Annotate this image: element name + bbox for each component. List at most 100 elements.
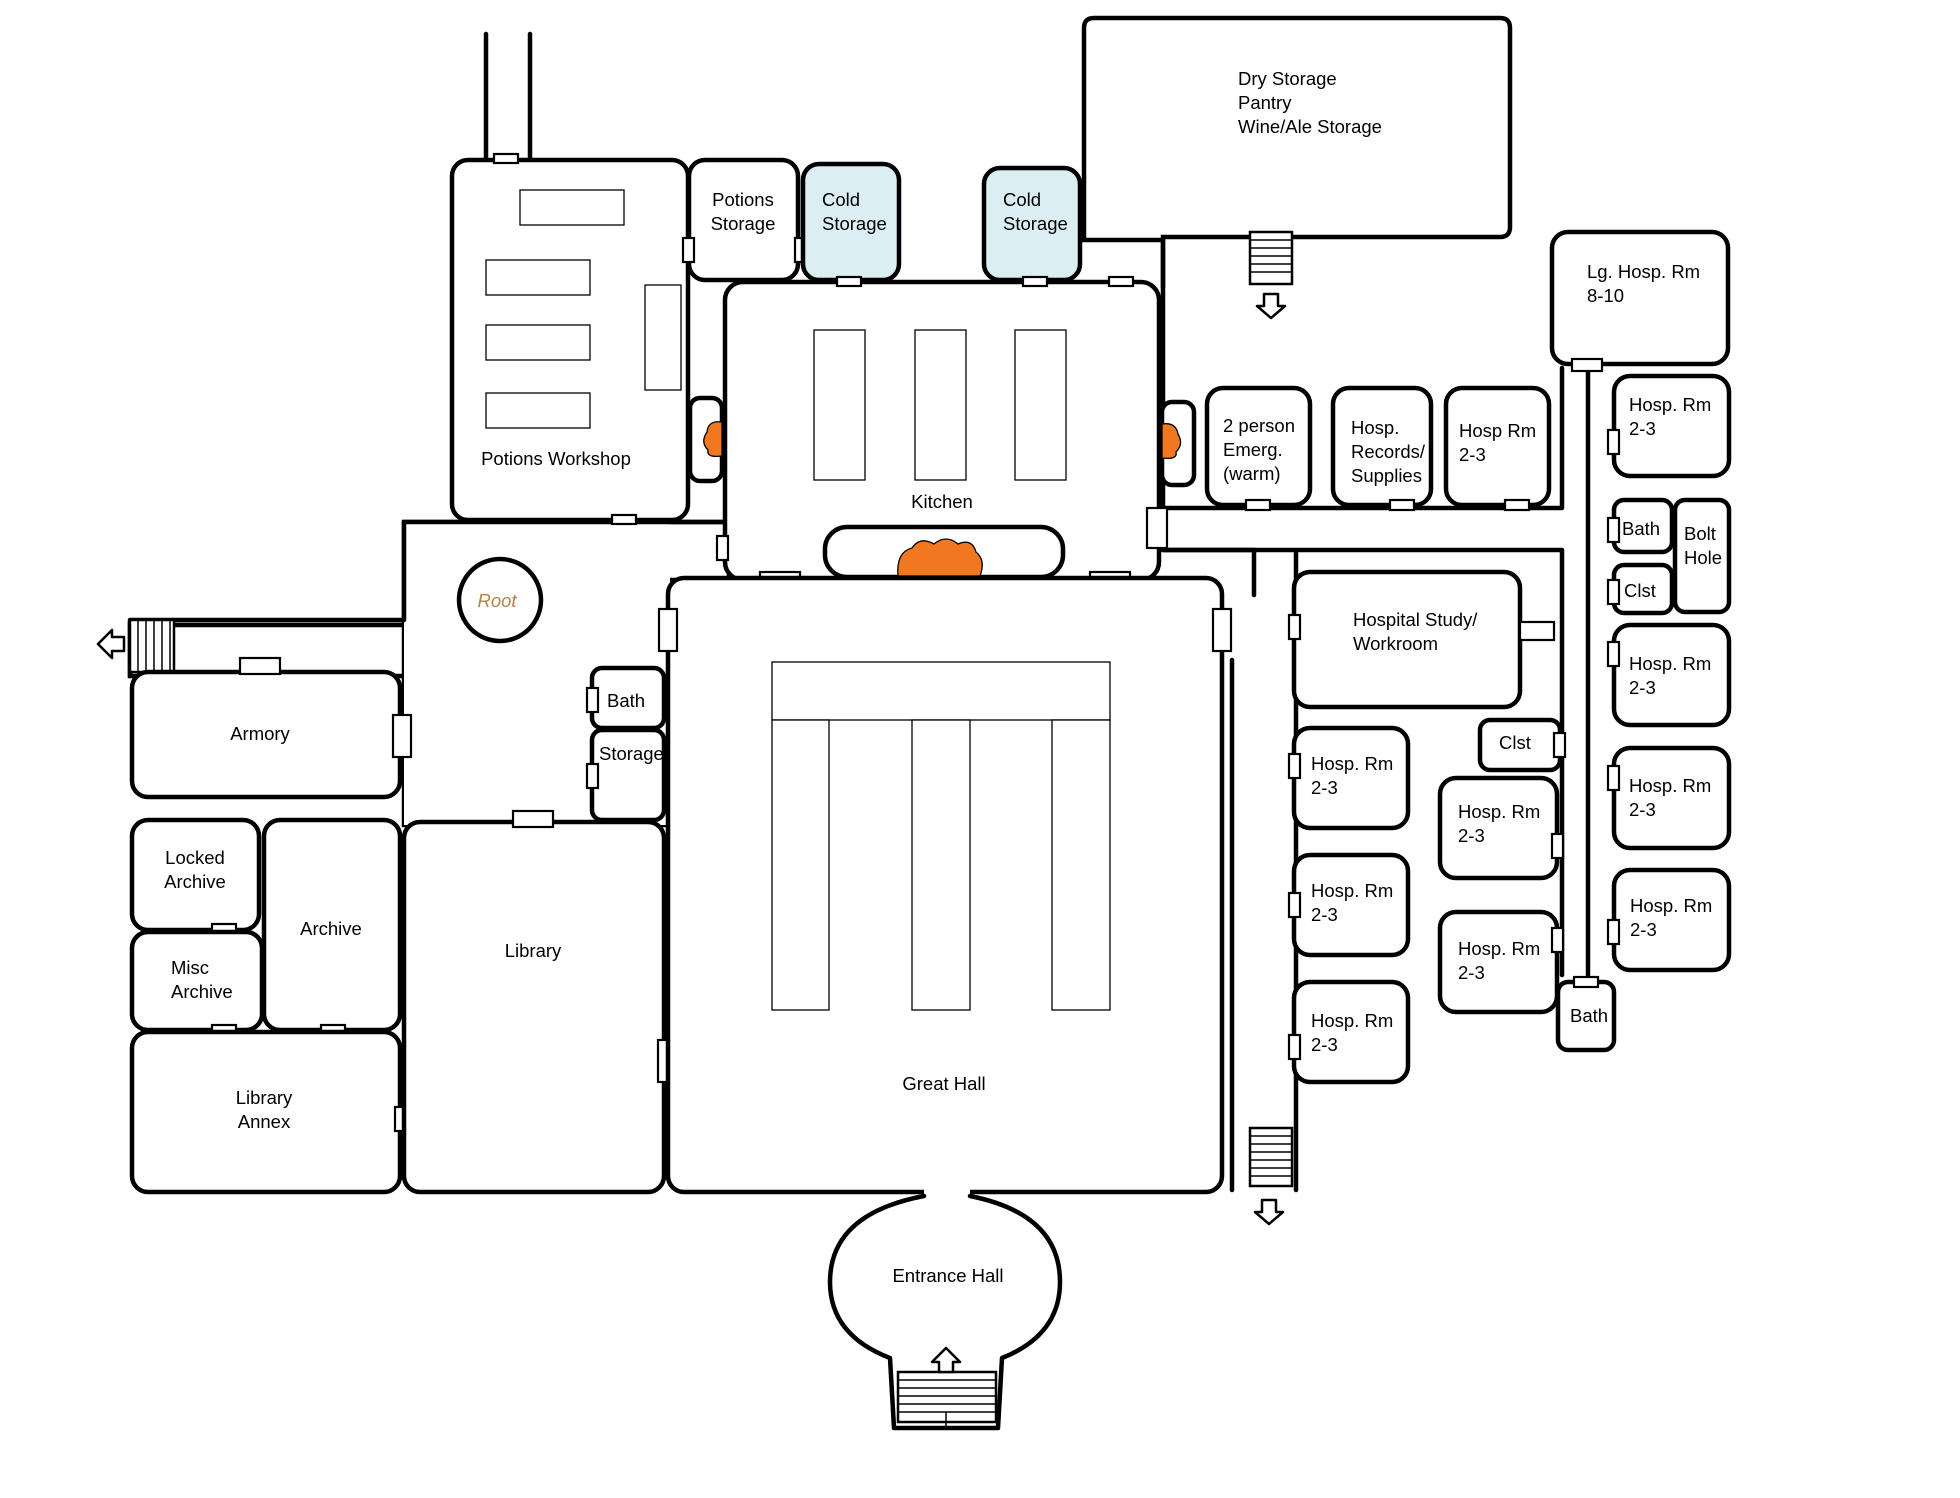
door-icon[interactable] xyxy=(1021,275,1049,288)
door-icon[interactable] xyxy=(1518,620,1556,642)
hosp-rm-c2-label-1: Hosp. Rm xyxy=(1311,880,1393,901)
hosp-rm-e1-room: Hosp. Rm 2-3 xyxy=(1606,373,1732,479)
hosp-rm-m2-room: Hosp. Rm 2-3 xyxy=(1437,909,1565,1015)
door-icon[interactable] xyxy=(610,513,638,526)
clst-east-label: Clst xyxy=(1624,580,1656,601)
door-icon[interactable] xyxy=(1287,1033,1302,1061)
door-icon[interactable] xyxy=(1211,607,1233,653)
door-icon[interactable] xyxy=(835,275,863,288)
door-icon[interactable] xyxy=(657,607,679,653)
cold-storage-2-label-1: Cold xyxy=(1003,189,1041,210)
door-icon[interactable] xyxy=(1570,357,1604,373)
door-icon[interactable] xyxy=(1550,926,1565,954)
door-icon[interactable] xyxy=(1552,731,1567,759)
hosp-rm-m1-room: Hosp. Rm 2-3 xyxy=(1437,775,1565,881)
bath-west-room: Bath xyxy=(585,665,667,731)
cold-storage-1-label-1: Cold xyxy=(822,189,860,210)
door-icon[interactable] xyxy=(391,713,413,759)
hosp-rm-c3-room: Hosp. Rm 2-3 xyxy=(1287,979,1411,1085)
door-icon[interactable] xyxy=(1287,613,1302,641)
lg-hosp-rm-room: Lg. Hosp. Rm 8-10 xyxy=(1549,229,1731,373)
stairs-icon xyxy=(128,618,176,674)
archive-label: Archive xyxy=(300,918,362,939)
fireplace-icon xyxy=(687,395,725,484)
hosp-rm-c3-label-2: 2-3 xyxy=(1311,1034,1338,1055)
hosp-rm-e2-label-1: Hosp. Rm xyxy=(1629,653,1711,674)
armory-room: Armory xyxy=(129,656,413,800)
clst-center-room: Clst xyxy=(1477,717,1567,773)
dry-storage-label-1: Dry Storage xyxy=(1238,68,1337,89)
storage-west-room: Storage xyxy=(585,727,667,823)
library-room: Library xyxy=(401,809,678,1195)
hosp-rm-m2-label-1: Hosp. Rm xyxy=(1458,938,1540,959)
root-label: Root xyxy=(477,590,517,611)
potions-storage-label-2: Storage xyxy=(711,213,776,234)
misc-archive-label-2: Archive xyxy=(171,981,233,1002)
hospital-study-label-1: Hospital Study/ xyxy=(1353,609,1478,630)
door-icon[interactable] xyxy=(1606,428,1621,456)
hosp-rm-c1-room: Hosp. Rm 2-3 xyxy=(1287,725,1411,831)
door-icon[interactable] xyxy=(1606,516,1621,544)
stairs-icon xyxy=(1248,1126,1294,1188)
cold-storage-1-room: Cold Storage xyxy=(800,161,902,283)
door-icon[interactable] xyxy=(1503,498,1531,512)
great-hall-label: Great Hall xyxy=(902,1073,985,1094)
library-label: Library xyxy=(505,940,562,961)
door-icon[interactable] xyxy=(1244,498,1272,512)
emergency-label-2: Emerg. xyxy=(1223,439,1283,460)
door-icon[interactable] xyxy=(1606,918,1621,946)
hosp-records-label-3: Supplies xyxy=(1351,465,1422,486)
arrow-left-icon xyxy=(96,628,126,660)
hosp-rm-e4-label-2: 2-3 xyxy=(1630,919,1657,940)
east-stairs xyxy=(1248,1126,1294,1226)
archive-room: Archive xyxy=(261,817,403,1037)
hospital-study-label-2: Workroom xyxy=(1353,633,1438,654)
cold-storage-1-label-2: Storage xyxy=(822,213,887,234)
entrance-hall-label: Entrance Hall xyxy=(892,1265,1003,1286)
potions-storage-label-1: Potions xyxy=(712,189,774,210)
dry-storage-label-2: Pantry xyxy=(1238,92,1292,113)
bath-east-1-room: Bath xyxy=(1606,497,1675,555)
cold-storage-2-room: Cold Storage xyxy=(981,165,1083,283)
emergency-label-3: (warm) xyxy=(1223,463,1281,484)
bolt-hole-label-1: Bolt xyxy=(1684,523,1716,544)
root-corridor: Root xyxy=(96,556,544,674)
lg-hosp-rm-label-2: 8-10 xyxy=(1587,285,1624,306)
fireplace-icon xyxy=(1159,399,1197,488)
hosp-rm-e4-label-1: Hosp. Rm xyxy=(1630,895,1712,916)
door-icon[interactable] xyxy=(238,656,282,676)
door-icon[interactable] xyxy=(1145,506,1169,550)
emergency-room: 2 person Emerg. (warm) xyxy=(1204,385,1313,512)
door-icon[interactable] xyxy=(585,686,600,714)
storage-west-label: Storage xyxy=(599,743,664,764)
hosp-records-room: Hosp. Records/ Supplies xyxy=(1330,385,1434,512)
door-icon[interactable] xyxy=(1287,752,1302,780)
great-hall-room: Great Hall xyxy=(657,575,1233,1200)
door-icon[interactable] xyxy=(1550,832,1565,860)
emergency-label-1: 2 person xyxy=(1223,415,1295,436)
door-icon[interactable] xyxy=(1388,498,1416,512)
door-icon[interactable] xyxy=(715,534,730,562)
potions-workshop-room: Potions Workshop xyxy=(449,152,691,526)
library-annex-label-2: Annex xyxy=(238,1111,291,1132)
hosp-rm-e3-label-1: Hosp. Rm xyxy=(1629,775,1711,796)
bath-east-2-room: Bath xyxy=(1555,975,1617,1053)
door-icon[interactable] xyxy=(1572,975,1600,989)
hosp-records-label-1: Hosp. xyxy=(1351,417,1399,438)
door-icon[interactable] xyxy=(492,152,520,165)
door-icon[interactable] xyxy=(1606,764,1621,792)
door-icon[interactable] xyxy=(511,809,555,829)
hosp-rm-e1-label-2: 2-3 xyxy=(1629,418,1656,439)
hosp-rm-e1-label-1: Hosp. Rm xyxy=(1629,394,1711,415)
hosp-rm-c1-label-2: 2-3 xyxy=(1311,777,1338,798)
door-icon[interactable] xyxy=(681,236,696,264)
library-annex-room: Library Annex xyxy=(129,1029,408,1195)
door-icon[interactable] xyxy=(1107,275,1135,288)
door-icon[interactable] xyxy=(585,762,600,790)
door-icon[interactable] xyxy=(1606,640,1621,668)
hospital-study-room: Hospital Study/ Workroom xyxy=(1287,569,1556,710)
door-icon[interactable] xyxy=(1287,891,1302,919)
clst-center-label: Clst xyxy=(1499,732,1531,753)
bath-west-label: Bath xyxy=(607,690,645,711)
door-icon[interactable] xyxy=(1606,578,1621,606)
